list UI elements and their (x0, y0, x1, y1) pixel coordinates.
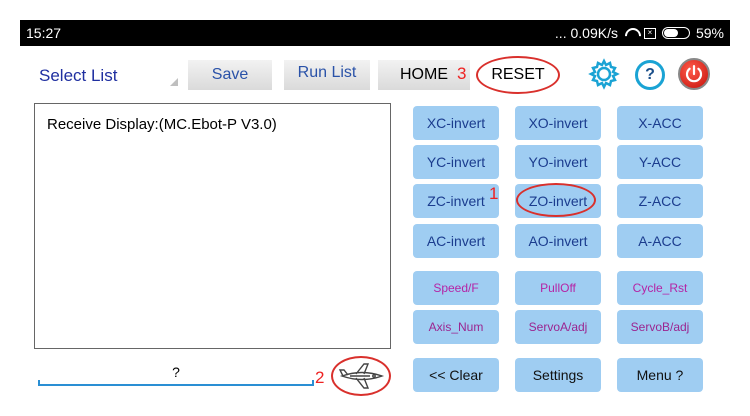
servoa-adj-button[interactable]: ServoA/adj (515, 310, 601, 344)
axis-num-button[interactable]: Axis_Num (413, 310, 499, 344)
send-highlight-oval (331, 356, 391, 396)
wifi-icon (624, 28, 638, 39)
a-acc-button[interactable]: A-ACC (617, 224, 703, 258)
x-acc-button[interactable]: X-ACC (617, 106, 703, 140)
network-speed: ... 0.09K/s (554, 25, 618, 41)
run-list-button[interactable]: Run List (284, 60, 370, 90)
save-button[interactable]: Save (188, 60, 272, 90)
ac-invert-button[interactable]: AC-invert (413, 224, 499, 258)
reset-button[interactable]: RESET (491, 66, 545, 83)
home-button[interactable]: HOME (378, 60, 470, 90)
settings-button[interactable]: Settings (515, 358, 601, 392)
status-time: 15:27 (26, 25, 62, 41)
airplane-icon[interactable] (336, 356, 388, 394)
command-input[interactable]: ? (38, 364, 314, 388)
cycle-rst-button[interactable]: Cycle_Rst (617, 271, 703, 305)
z-acc-button[interactable]: Z-ACC (617, 184, 703, 218)
help-icon[interactable]: ? (635, 60, 665, 90)
servob-adj-button[interactable]: ServoB/adj (617, 310, 703, 344)
select-list-dropdown[interactable]: Select List (39, 66, 118, 85)
battery-percent: 59% (695, 25, 724, 41)
zc-invert-button[interactable]: ZC-invert (413, 184, 499, 218)
annotation-2: 2 (315, 368, 325, 387)
xo-invert-button[interactable]: XO-invert (515, 106, 601, 140)
input-underline (38, 384, 314, 386)
command-input-value[interactable]: ? (172, 364, 180, 380)
ao-invert-button[interactable]: AO-invert (515, 224, 601, 258)
clear-button[interactable]: << Clear (413, 358, 499, 392)
input-tick-left (38, 380, 40, 386)
status-right: ... 0.09K/s × 59% (555, 25, 724, 41)
zo-invert-highlight-oval (516, 183, 596, 217)
input-tick-right (312, 380, 314, 386)
receive-display: Receive Display:(MC.Ebot-P V3.0) (34, 103, 391, 349)
yo-invert-button[interactable]: YO-invert (515, 145, 601, 179)
yc-invert-button[interactable]: YC-invert (413, 145, 499, 179)
speed-f-button[interactable]: Speed/F (413, 271, 499, 305)
dropdown-arrow-icon (170, 78, 178, 86)
battery-icon (661, 27, 690, 39)
receive-display-text: Receive Display:(MC.Ebot-P V3.0) (47, 116, 277, 133)
y-acc-button[interactable]: Y-ACC (617, 145, 703, 179)
sim-icon: × (643, 27, 656, 39)
gear-icon[interactable] (588, 58, 620, 90)
status-bar: 15:27 ... 0.09K/s × 59% (20, 20, 730, 46)
reset-highlight-oval (476, 56, 560, 94)
pulloff-button[interactable]: PullOff (515, 271, 601, 305)
menu-button[interactable]: Menu ? (617, 358, 703, 392)
xc-invert-button[interactable]: XC-invert (413, 106, 499, 140)
annotation-3: 3 (457, 64, 467, 83)
power-icon[interactable] (678, 58, 710, 90)
annotation-1: 1 (489, 184, 499, 203)
toolbar: Select List Save Run List HOME 3 RESET ? (20, 52, 730, 98)
